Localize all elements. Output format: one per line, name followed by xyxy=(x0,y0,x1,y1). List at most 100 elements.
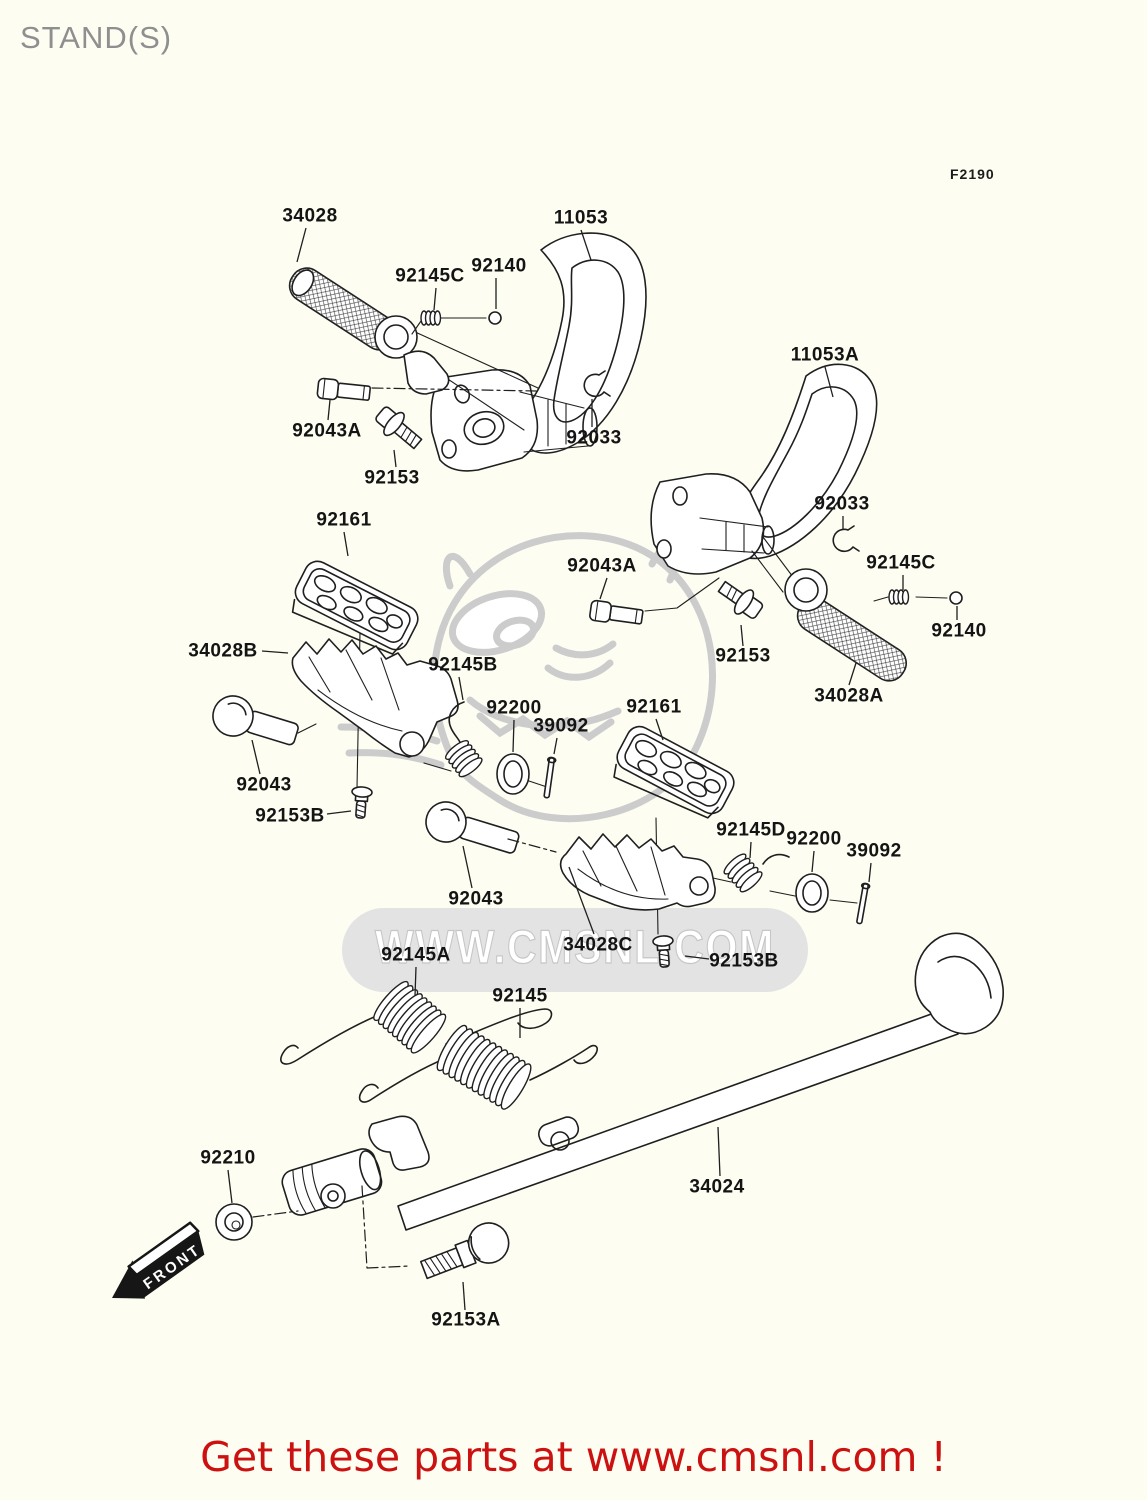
leader-line-92153 xyxy=(393,449,397,468)
washer-92200 xyxy=(795,873,829,913)
pad-92161 xyxy=(613,725,735,819)
watermark-mascot: WWW.CMSNL.COM xyxy=(337,532,808,992)
part-label-92043[interactable]: 92043 xyxy=(236,775,291,796)
arrowhead xyxy=(112,1260,146,1299)
assembly-side-stand xyxy=(215,932,1004,1280)
figure-code: F2190 xyxy=(950,166,995,182)
part-label-92140[interactable]: 92140 xyxy=(931,621,986,642)
leader-line-92043 xyxy=(251,739,261,775)
screw-92153B xyxy=(351,786,373,819)
leader-lines xyxy=(227,227,958,1311)
part-label-39092[interactable]: 39092 xyxy=(846,841,901,862)
assembly-peg-right xyxy=(425,725,871,968)
part-labels: 34028 11053 92145C 92140 92043A 92153 92033 110… xyxy=(188,206,986,1331)
part-label-92145A[interactable]: 92145A xyxy=(381,945,451,966)
bolt-92043 xyxy=(212,695,299,746)
part-label-92210[interactable]: 92210 xyxy=(200,1148,255,1169)
ball-92140 xyxy=(949,591,963,605)
part-label-34028C[interactable]: 34028C xyxy=(563,935,633,956)
leader-line-34028C xyxy=(568,866,595,935)
nut-92210 xyxy=(215,1203,253,1241)
leader-line-92145D xyxy=(749,841,752,859)
part-label-92153B[interactable]: 92153B xyxy=(255,806,325,827)
assembly-footrest-front-left xyxy=(288,232,647,472)
part-label-92161[interactable]: 92161 xyxy=(626,697,681,718)
part-label-34024[interactable]: 34024 xyxy=(689,1177,744,1198)
bolt-92153 xyxy=(717,580,764,619)
peg-34028B xyxy=(291,638,459,758)
watermark-band xyxy=(342,908,808,992)
leader-line-92043A xyxy=(327,399,331,421)
part-label-34028[interactable]: 34028 xyxy=(282,206,337,227)
bolt-92043A xyxy=(316,377,372,401)
spring-screw-92145C xyxy=(888,589,910,605)
pin-39092 xyxy=(543,756,557,799)
part-label-92043[interactable]: 92043 xyxy=(448,889,503,910)
bolt-92043A xyxy=(589,599,644,625)
leader-line-92145B xyxy=(458,676,464,701)
leader-line-34024 xyxy=(717,1126,721,1177)
part-label-92200[interactable]: 92200 xyxy=(486,698,541,719)
leader-line-34028A xyxy=(848,662,857,686)
bolt-92153A xyxy=(419,1222,510,1280)
part-label-92145C[interactable]: 92145C xyxy=(395,266,465,287)
bolt-92043 xyxy=(425,801,520,854)
spring-92145B xyxy=(444,739,483,778)
part-label-34028B[interactable]: 34028B xyxy=(188,641,258,662)
leader-line-92153 xyxy=(740,624,744,647)
leader-line-11053A xyxy=(824,366,834,398)
pin-39092 xyxy=(856,882,871,925)
part-label-92033[interactable]: 92033 xyxy=(566,428,621,449)
spring-screw-92145C xyxy=(420,310,442,326)
part-label-92145D[interactable]: 92145D xyxy=(716,820,786,841)
leader-line-39092 xyxy=(868,862,872,883)
leader-line-92043 xyxy=(462,845,473,889)
leader-line-92153B xyxy=(684,955,710,960)
leader-line-92145A xyxy=(414,966,417,997)
leader-line-92145C xyxy=(433,287,437,311)
page-title: STAND(S) xyxy=(20,20,173,55)
front-direction-arrow: FRONT xyxy=(112,1221,205,1299)
part-label-11053A[interactable]: 11053A xyxy=(791,345,860,366)
leader-line-34028 xyxy=(296,227,307,263)
leader-line-39092 xyxy=(553,737,558,755)
screw-92153B xyxy=(652,935,674,968)
spring-92145A xyxy=(373,980,447,1054)
part-label-92153[interactable]: 92153 xyxy=(715,646,770,667)
leader-line-34028B xyxy=(261,650,289,654)
part-label-92153A[interactable]: 92153A xyxy=(431,1310,501,1331)
part-label-92153B[interactable]: 92153B xyxy=(709,951,779,972)
ball-92140 xyxy=(488,311,502,325)
part-label-92140[interactable]: 92140 xyxy=(471,256,526,277)
assembly-footrest-front-right xyxy=(589,363,963,682)
pad-92161 xyxy=(291,560,419,655)
part-label-92161[interactable]: 92161 xyxy=(316,510,371,531)
part-label-92153[interactable]: 92153 xyxy=(364,468,419,489)
part-label-92043A[interactable]: 92043A xyxy=(292,421,362,442)
part-label-92043A[interactable]: 92043A xyxy=(567,556,637,577)
leader-line-92161 xyxy=(655,718,664,741)
clip-92033 xyxy=(832,525,860,553)
part-label-92145C[interactable]: 92145C xyxy=(866,553,936,574)
part-label-92033[interactable]: 92033 xyxy=(814,494,869,515)
part-label-92200[interactable]: 92200 xyxy=(786,829,841,850)
clip-92033 xyxy=(583,370,611,398)
leader-line-92200 xyxy=(512,719,515,753)
part-label-39092[interactable]: 39092 xyxy=(533,716,588,737)
leader-line-92161 xyxy=(343,531,349,557)
cta-banner[interactable]: Get these parts at www.cmsnl.com ! xyxy=(200,1433,947,1481)
leader-line-92200 xyxy=(811,850,815,873)
leader-line-11053 xyxy=(580,229,592,261)
washer-92200 xyxy=(496,753,530,795)
leader-line-92153B xyxy=(326,810,352,815)
leader-line-92210 xyxy=(227,1169,233,1204)
spring-92145D xyxy=(723,853,763,893)
assembly-peg-left xyxy=(212,560,557,819)
part-label-92145[interactable]: 92145 xyxy=(492,986,547,1007)
part-label-92145B[interactable]: 92145B xyxy=(428,655,498,676)
bolt-92153 xyxy=(375,406,423,450)
part-label-11053[interactable]: 11053 xyxy=(554,208,608,229)
part-label-34028A[interactable]: 34028A xyxy=(814,686,884,707)
